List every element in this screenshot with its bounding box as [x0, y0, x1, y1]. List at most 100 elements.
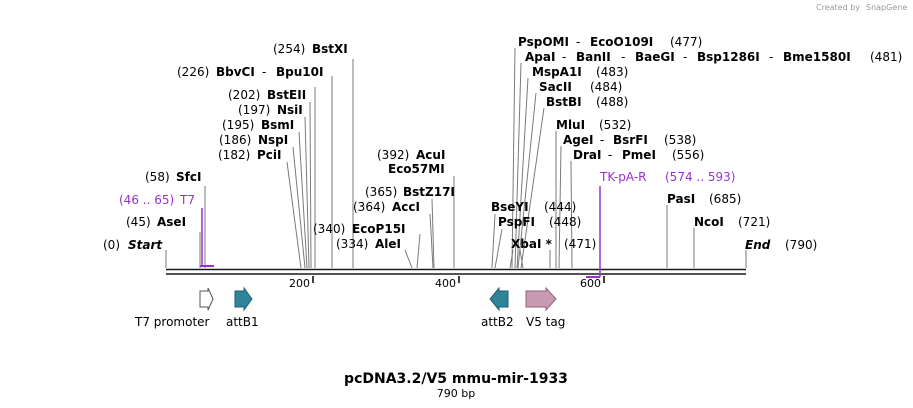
site-name[interactable]: BseYI [491, 200, 529, 214]
feature-label: V5 tag [526, 315, 565, 329]
site-sep: - [621, 50, 625, 64]
credit-brand: SnapGene [866, 3, 907, 12]
site-name[interactable]: BstXI [312, 42, 348, 56]
site-sep: - [576, 35, 580, 49]
site-name[interactable]: SfcI [176, 170, 201, 184]
primer-name: TK-pA-R [599, 170, 647, 184]
feature-t7-promoter[interactable]: T7 promoter [134, 287, 214, 329]
site-pos: (186) [219, 133, 251, 147]
feature-label: attB1 [226, 315, 259, 329]
end-marker: End (790) [745, 238, 817, 252]
site-name[interactable]: SacII [539, 80, 572, 94]
site-pos: (488) [596, 95, 628, 109]
backbone [166, 268, 746, 275]
site-name[interactable]: NsiI [277, 103, 303, 117]
site-name[interactable]: Eco57MI [388, 162, 445, 176]
ruler-label: 200 [289, 277, 310, 290]
ruler-label: 600 [580, 277, 601, 290]
site-pos: (226) [177, 65, 209, 79]
primer-tk-pa-r[interactable]: TK-pA-R (574 .. 593) [586, 170, 735, 278]
site-pos: (538) [664, 133, 696, 147]
site-pos: (364) [353, 200, 385, 214]
ruler: 200 400 600 [289, 276, 605, 290]
site-name[interactable]: MluI [556, 118, 585, 132]
site-name[interactable]: PasI [667, 192, 695, 206]
site-name[interactable]: AccI [392, 200, 420, 214]
site-pos: (685) [709, 192, 741, 206]
start-label: Start [128, 238, 163, 252]
site-sep: - [600, 133, 604, 147]
site-pos: (197) [238, 103, 270, 117]
site-pos: (444) [544, 200, 576, 214]
sites-left: (254) BstXI (226) BbvCI - Bpu10I (202) B… [126, 42, 348, 229]
site-sep: - [608, 148, 612, 162]
site-pos: (334) [336, 237, 368, 251]
site-pos: (484) [590, 80, 622, 94]
site-name[interactable]: BanII [576, 50, 611, 64]
site-sep: - [562, 50, 566, 64]
credit-text: Created by [816, 3, 860, 12]
site-name[interactable]: AgeI [563, 133, 593, 147]
ruler-label: 400 [435, 277, 456, 290]
map-subtitle: 790 bp [437, 387, 475, 400]
site-name[interactable]: NcoI [694, 215, 724, 229]
sites-right: PspOMI - EcoO109I (477) ApaI - BanII - B… [491, 35, 902, 251]
sites-mid: (392) AcuI Eco57MI (365) BstZ17I (364) A… [313, 148, 455, 251]
site-name[interactable]: EcoO109I [590, 35, 653, 49]
site-name[interactable]: BaeGI [635, 50, 675, 64]
site-pos: (448) [549, 215, 581, 229]
site-name[interactable]: AcuI [416, 148, 445, 162]
site-pos: (481) [870, 50, 902, 64]
site-name[interactable]: NspI [258, 133, 288, 147]
site-name[interactable]: Bsp1286I [697, 50, 760, 64]
site-pos: (195) [222, 118, 254, 132]
feature-label: attB2 [481, 315, 514, 329]
site-pos: (392) [377, 148, 409, 162]
start-pos: (0) [103, 238, 120, 252]
site-pos: (365) [365, 185, 397, 199]
site-pos: (471) [564, 237, 596, 251]
site-name[interactable]: XbaI * [511, 237, 553, 251]
site-sep: - [769, 50, 773, 64]
site-lines [165, 47, 747, 269]
site-name[interactable]: PspOMI [518, 35, 569, 49]
map-title: pcDNA3.2/V5 mmu-mir-1933 [344, 371, 568, 387]
end-pos: (790) [785, 238, 817, 252]
site-name[interactable]: AseI [157, 215, 186, 229]
site-name[interactable]: BstEII [267, 88, 306, 102]
arrow-right-icon [525, 286, 557, 312]
site-name[interactable]: PmeI [622, 148, 656, 162]
site-name[interactable]: DraI [573, 148, 601, 162]
site-pos: (182) [218, 148, 250, 162]
site-pos: (340) [313, 222, 345, 236]
site-name[interactable]: BstZ17I [403, 185, 455, 199]
site-name[interactable]: BsrFI [613, 133, 648, 147]
primer-range: (574 .. 593) [665, 170, 735, 184]
arrow-right-icon [234, 286, 253, 312]
feature-attb1[interactable]: attB1 [226, 286, 259, 329]
site-pos: (58) [145, 170, 170, 184]
site-name[interactable]: Bme1580I [783, 50, 851, 64]
site-name[interactable]: ApaI [525, 50, 555, 64]
site-name[interactable]: BbvCI [216, 65, 255, 79]
site-name[interactable]: PciI [257, 148, 282, 162]
start-marker: (0) Start [103, 238, 163, 252]
primer-range: (46 .. 65) [119, 193, 174, 207]
end-label: End [745, 238, 771, 252]
site-pos: (45) [126, 215, 151, 229]
site-name[interactable]: EcoP15I [352, 222, 406, 236]
site-name[interactable]: MspA1I [532, 65, 582, 79]
feature-attb2[interactable]: attB2 [481, 286, 514, 329]
site-pos: (721) [738, 215, 770, 229]
site-name[interactable]: PspFI [498, 215, 535, 229]
site-pos: (556) [672, 148, 704, 162]
site-name[interactable]: BstBI [546, 95, 582, 109]
site-name[interactable]: AleI [375, 237, 401, 251]
site-name[interactable]: BsmI [261, 118, 294, 132]
arrow-left-icon [489, 286, 509, 312]
feature-v5-tag[interactable]: V5 tag [525, 286, 565, 329]
primer-t7[interactable]: (46 .. 65) T7 [119, 193, 214, 267]
site-name[interactable]: Bpu10I [276, 65, 323, 79]
site-pos: (532) [599, 118, 631, 132]
